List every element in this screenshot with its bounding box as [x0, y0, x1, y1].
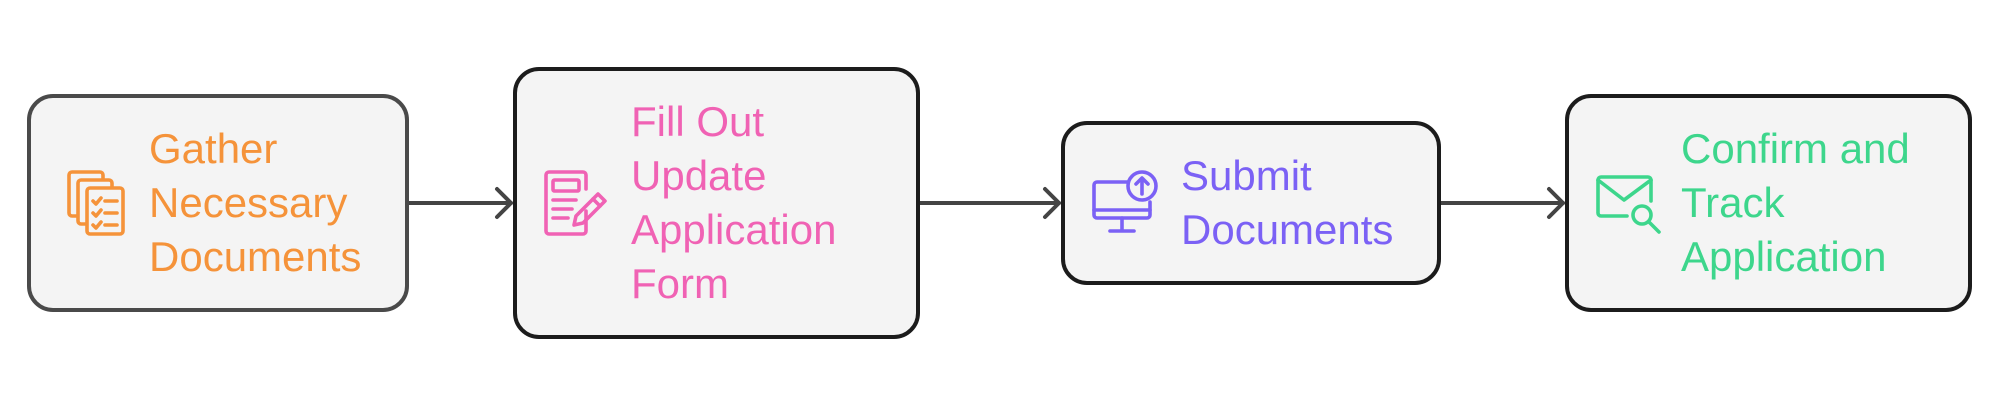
step-submit-documents: Submit Documents	[1061, 121, 1441, 285]
step-gather-documents: Gather Necessary Documents	[27, 94, 409, 312]
step-fill-out-form: Fill Out Update Application Form	[513, 67, 920, 339]
step-label: Submit Documents	[1181, 152, 1394, 253]
arrow-3-to-4	[1439, 187, 1565, 219]
step-label: Gather Necessary Documents	[149, 125, 362, 280]
arrow-2-to-3	[918, 187, 1061, 219]
documents-checklist-icon	[61, 168, 133, 238]
monitor-upload-icon	[1089, 168, 1161, 238]
mail-search-icon	[1593, 169, 1665, 237]
form-edit-icon	[541, 167, 613, 239]
step-confirm-track: Confirm and Track Application	[1565, 94, 1972, 312]
arrow-1-to-2	[407, 187, 513, 219]
step-label: Confirm and Track Application	[1681, 125, 1910, 280]
step-label: Fill Out Update Application Form	[631, 98, 837, 307]
